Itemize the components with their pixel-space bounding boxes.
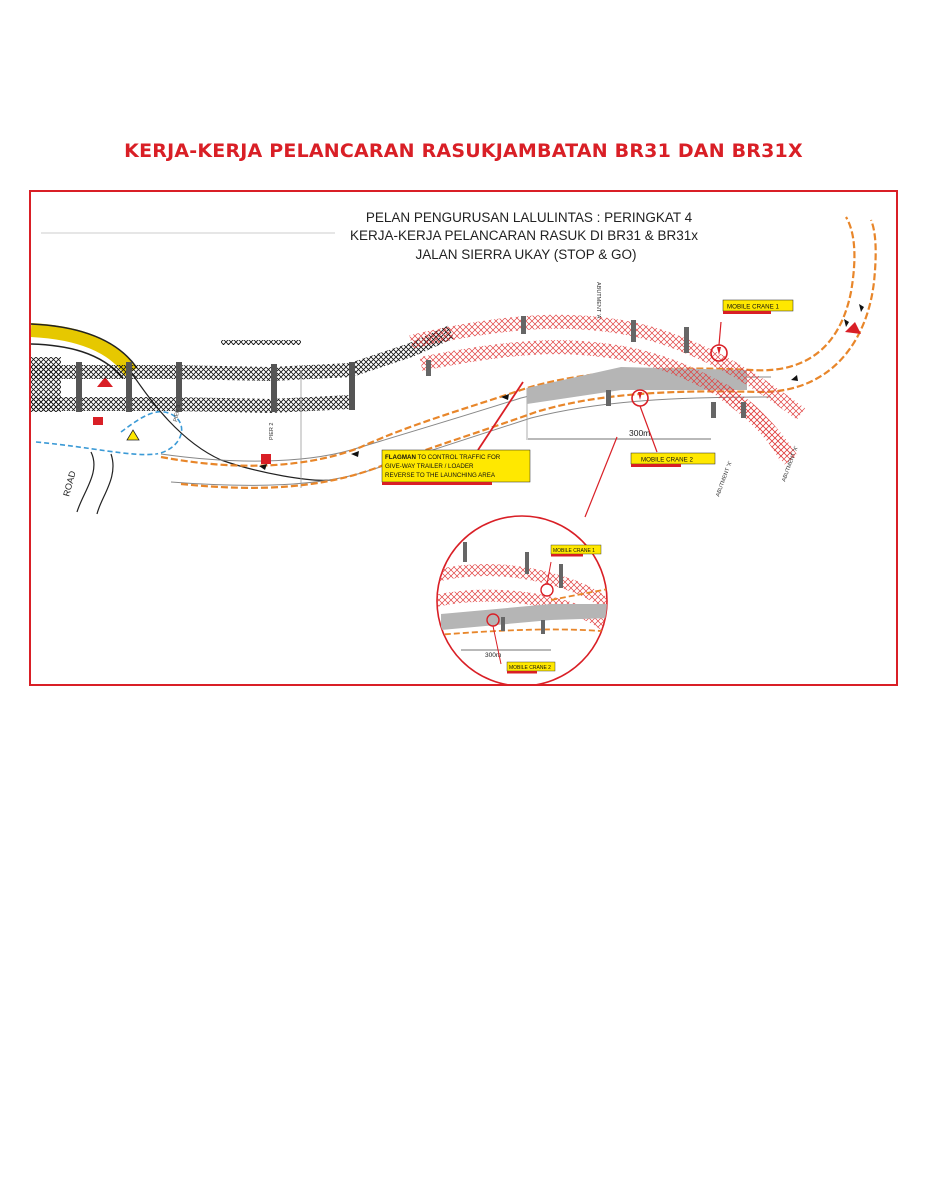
flagman-callout: FLAGMAN TO CONTROL TRAFFIC FOR GIVE-WAY … [381, 381, 531, 485]
page-title: KERJA-KERJA PELANCARAN RASUKJAMBATAN BR3… [124, 140, 803, 162]
mobile-crane-1-marker [710, 321, 728, 362]
inset-crane-2-label: MOBILE CRANE 2 [509, 665, 551, 671]
abutment-label: ABUTMENT 'X' [715, 460, 733, 497]
mobile-crane-2-label: MOBILE CRANE 2 [641, 457, 693, 464]
flagman-bold: FLAGMAN [385, 454, 416, 461]
mobile-crane-1-callout: MOBILE CRANE 1 [722, 299, 794, 314]
flag-icon [97, 377, 113, 387]
roundabout-area: ROAD [30, 323, 332, 515]
mobile-crane-1-label: MOBILE CRANE 1 [727, 304, 779, 311]
abutment-label: ABUTMENT 'A' [595, 282, 601, 319]
detail-inset: 300m MOBILE CRANE 1 MOBILE CRANE 2 [436, 515, 608, 687]
inset-crane-1-label: MOBILE CRANE 1 [553, 548, 595, 554]
distance-label: 300m [629, 428, 650, 438]
inset-crane-1-callout: MOBILE CRANE 1 [550, 544, 602, 557]
flagman-line-2: GIVE-WAY TRAILER / LOADER [385, 463, 474, 470]
plan-heading: PELAN PENGURUSAN LALULINTAS : PERINGKAT … [350, 210, 698, 262]
flag-icon [261, 454, 271, 464]
flag-icon [845, 322, 861, 334]
flag-icon [93, 417, 103, 425]
warning-sign-icon [126, 429, 140, 441]
pier-label: PIER 3 [173, 404, 182, 422]
pier-label: PIER 2 [269, 423, 275, 440]
traffic-plan-frame: PELAN PENGURUSAN LALULINTAS : PERINGKAT … [29, 190, 898, 687]
mobile-crane-2-callout: MOBILE CRANE 2 [630, 452, 716, 467]
flagman-rest: TO CONTROL TRAFFIC FOR [416, 454, 501, 461]
flagman-line-3: REVERSE TO THE LAUNCHING AREA [385, 472, 496, 479]
inset-distance-label: 300m [485, 652, 501, 659]
traffic-plan-drawing: PELAN PENGURUSAN LALULINTAS : PERINGKAT … [30, 210, 877, 687]
plan-heading-line-3: JALAN SIERRA UKAY (STOP & GO) [415, 247, 636, 262]
inset-crane-2-callout: MOBILE CRANE 2 [506, 661, 556, 674]
inset-leader-line [584, 436, 618, 518]
plan-heading-line-2: KERJA-KERJA PELANCARAN RASUK DI BR31 & B… [350, 228, 698, 243]
viaduct-new-red: ABUTMENT 'A' ABUTMENT 'X' ABUTMENT 'X' [409, 282, 806, 498]
flagman-line-1: FLAGMAN TO CONTROL TRAFFIC FOR [385, 454, 501, 461]
mobile-crane-2-marker [631, 389, 658, 453]
plan-heading-line-1: PELAN PENGURUSAN LALULINTAS : PERINGKAT … [366, 210, 693, 225]
road-label: ROAD [61, 469, 78, 497]
